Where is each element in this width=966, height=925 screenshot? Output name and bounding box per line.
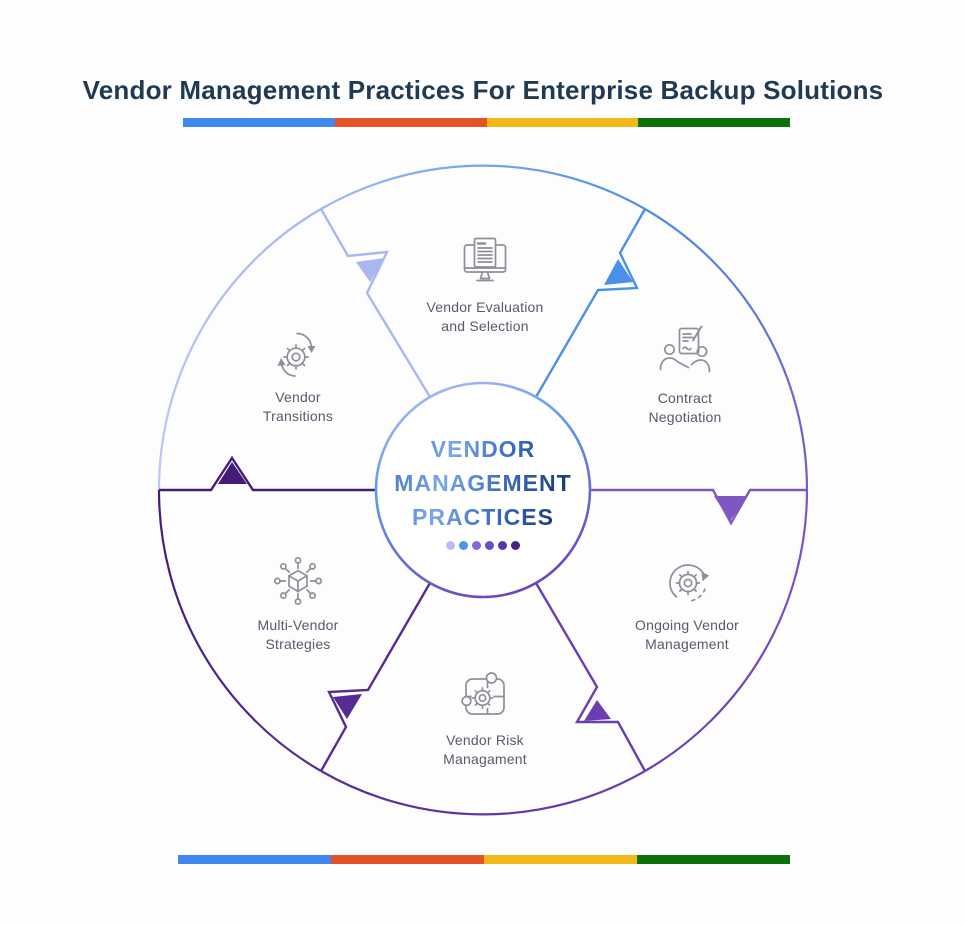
section-label: Vendor Evaluation and Selection [426,299,544,334]
center-line-3: PRACTICES [412,504,554,530]
progress-dot [459,541,468,550]
center-circle [374,381,592,599]
progress-dot [485,541,494,550]
section-label: Vendor Risk Managament [443,732,527,767]
page-title: Vendor Management Practices For Enterpri… [82,75,884,106]
puzzle-gear-icon [457,667,513,723]
center-line-2: MANAGEMENT [394,470,572,496]
section-label: Multi-Vendor Strategies [257,617,339,652]
bar-segment [638,118,790,127]
arrow-down-icon-topleft [356,258,385,282]
center-title: VENDOR MANAGEMENT PRACTICES [358,432,608,550]
divider-left [159,455,376,492]
section-contract-negotiation: Contract Negotiation [600,325,770,427]
progress-dot [472,541,481,550]
bar-segment [484,855,637,864]
arrow-down-icon-bottomleft [333,694,362,719]
outer-ring-arc-bottomleft [157,489,322,772]
divider-bar-top [183,118,790,127]
network-cube-icon [270,552,326,608]
center-title-lines: VENDOR MANAGEMENT PRACTICES [394,432,571,534]
divider-bottomright [534,582,647,772]
bar-segment [637,855,790,864]
progress-dots [446,541,520,550]
sync-gear-icon [277,324,316,380]
divider-topright [534,208,647,398]
bar-segment [178,855,331,864]
arrow-down-icon-right [714,496,747,521]
bar-segment [486,118,639,127]
progress-dot [498,541,507,550]
outer-ring-arc-top [320,164,646,210]
divider-bar-bottom [178,855,790,864]
monitor-document-icon [457,234,513,290]
outer-ring-arc-bottomright [644,489,809,772]
section-label: Vendor Transitions [262,389,334,424]
center-line-1: VENDOR [430,436,536,462]
arrow-up-icon-topright [604,259,633,285]
outer-ring-arc-topleft [157,208,322,491]
contract-negotiation-icon [657,325,713,381]
outer-ring-arc-bottom [320,770,646,816]
bar-segment [331,855,484,864]
arrow-up-icon-bottomright [584,700,611,721]
section-vendor-risk-management: Vendor Risk Managament [400,667,570,769]
outer-ring-arc-topright [644,208,809,491]
section-label: Ongoing Vendor Management [635,617,739,652]
section-vendor-evaluation: Vendor Evaluation and Selection [400,234,570,336]
divider-topleft [319,208,432,398]
section-multi-vendor-strategies: Multi-Vendor Strategies [213,552,383,654]
arrow-up-icon-left [218,462,247,484]
progress-dot [446,541,455,550]
section-ongoing-vendor-management: Ongoing Vendor Management [602,552,772,654]
divider-bottomleft [319,582,432,772]
gear-refresh-icon [659,552,709,608]
section-vendor-transitions: Vendor Transitions [213,324,383,426]
section-label: Contract Negotiation [648,390,722,425]
bar-segment [334,118,487,127]
progress-dot [511,541,520,550]
bar-segment [183,118,335,127]
divider-right [590,488,807,526]
